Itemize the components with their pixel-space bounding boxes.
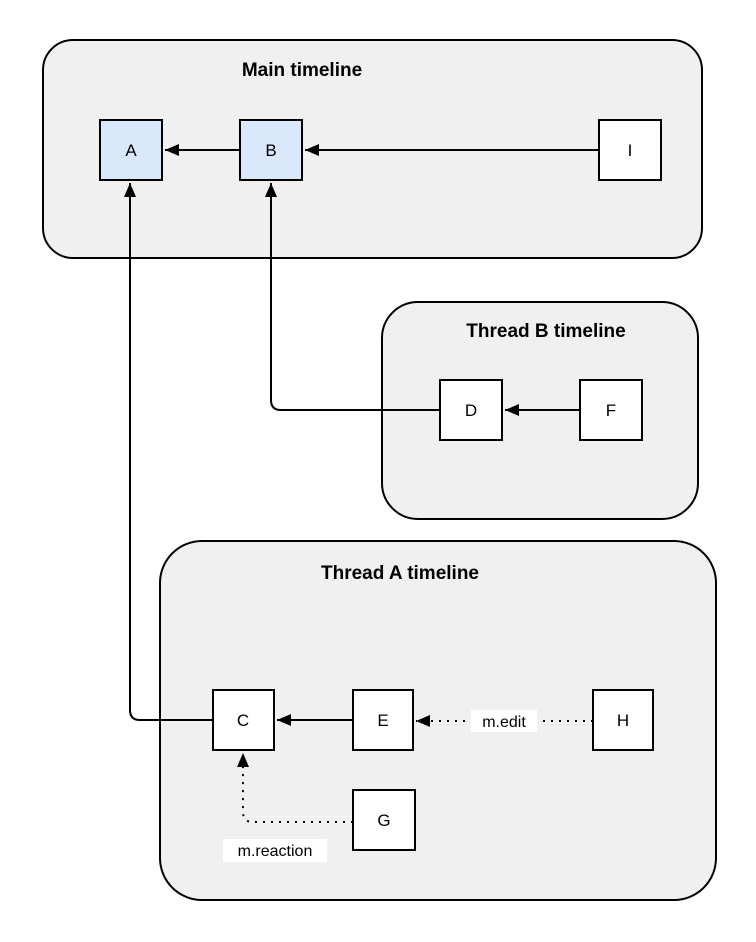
node-I-label: I — [628, 141, 633, 160]
node-C: C — [212, 689, 275, 751]
node-B-rect — [239, 119, 303, 181]
node-B-label: B — [265, 141, 276, 160]
node-E: E — [352, 689, 414, 751]
edge-label-m-edit-text: m.edit — [482, 714, 526, 731]
edge-label-m-reaction-text: m.reaction — [238, 843, 313, 860]
node-D-label: D — [465, 401, 477, 420]
container-title-thread-b-timeline: Thread B timeline — [466, 321, 625, 342]
node-D-rect — [439, 379, 503, 441]
node-C-label: C — [237, 711, 249, 730]
node-G-label: G — [377, 811, 390, 830]
node-A-label: A — [125, 141, 137, 160]
node-A: A — [99, 119, 163, 181]
edge-C-to-A — [124, 183, 213, 721]
node-A-rect — [99, 119, 163, 181]
node-G: G — [352, 789, 416, 851]
edge-label-m-edit-bg — [471, 710, 537, 732]
node-G-rect — [352, 789, 416, 851]
node-F: F — [579, 379, 643, 441]
node-F-rect — [579, 379, 643, 441]
edge-label-m-reaction: m.reaction — [223, 839, 327, 862]
node-I: I — [598, 119, 662, 181]
edge-label-m-reaction-bg — [223, 839, 327, 862]
container-title-main-timeline: Main timeline — [242, 60, 362, 81]
node-H: H — [592, 689, 654, 751]
node-H-label: H — [617, 711, 629, 730]
node-E-rect — [352, 689, 414, 751]
node-H-rect — [592, 689, 654, 751]
node-E-label: E — [377, 711, 388, 730]
node-F-label: F — [606, 401, 616, 420]
edge-label-m-edit: m.edit — [471, 710, 537, 732]
node-D: D — [439, 379, 503, 441]
node-B: B — [239, 119, 303, 181]
edge-D-to-B — [265, 183, 440, 411]
node-C-rect — [212, 689, 275, 751]
container-title-thread-a-timeline: Thread A timeline — [321, 563, 479, 584]
node-I-rect — [598, 119, 662, 181]
